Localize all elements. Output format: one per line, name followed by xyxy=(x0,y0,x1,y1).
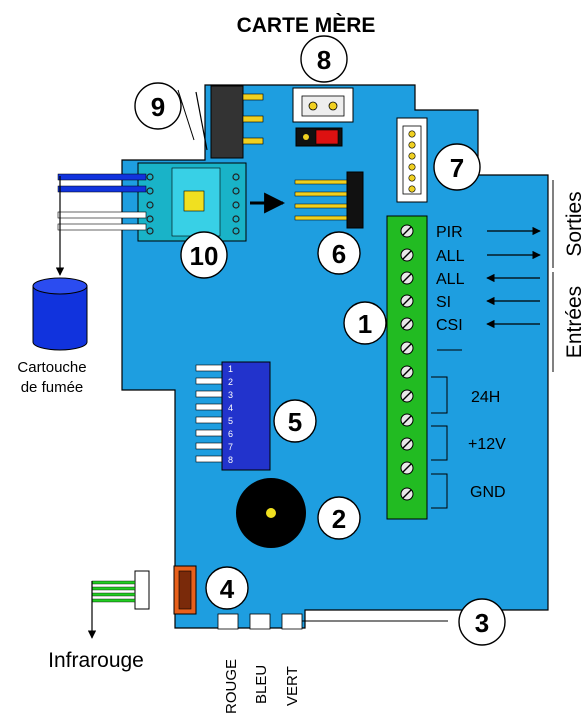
cartridge-label-line1: Cartouche xyxy=(17,359,86,376)
power-label-24h: 24H xyxy=(471,389,500,406)
terminal-block xyxy=(386,215,428,520)
bracket-gnd xyxy=(431,473,448,509)
connector-9 xyxy=(195,85,264,159)
dip-switch-5 xyxy=(195,361,271,471)
power-label-gnd: GND xyxy=(470,484,506,501)
dip-number-8: 8 xyxy=(228,455,233,465)
connector-7 xyxy=(396,117,428,203)
infrared-cable xyxy=(87,570,150,639)
red-jumper xyxy=(295,127,343,147)
svg-text:7: 7 xyxy=(450,153,464,183)
outputs-group-label: Sorties xyxy=(563,191,586,256)
callout-6: 6 xyxy=(317,231,361,275)
led-label-red: ROUGE xyxy=(223,659,240,714)
led-label-blue: BLEU xyxy=(253,665,270,704)
terminal-screws xyxy=(400,224,414,501)
dip-number-5: 5 xyxy=(228,416,233,426)
svg-text:4: 4 xyxy=(220,574,235,604)
terminal-label-si: SI xyxy=(436,294,451,311)
smoke-cartridge xyxy=(32,277,88,351)
svg-text:10: 10 xyxy=(190,241,219,271)
terminal-label-all-out: ALL xyxy=(436,248,465,265)
callout-1: 1 xyxy=(343,301,387,345)
callout-4: 4 xyxy=(205,566,249,610)
terminal-label-csi: CSI xyxy=(436,317,463,334)
svg-text:5: 5 xyxy=(288,407,302,437)
terminal-label-all-in: ALL xyxy=(436,271,465,288)
diagram-title: CARTE MÈRE xyxy=(237,14,376,37)
dip-number-1: 1 xyxy=(228,364,233,374)
led-label-green: VERT xyxy=(284,666,301,706)
svg-text:3: 3 xyxy=(475,608,489,638)
callout-2: 2 xyxy=(317,496,361,540)
module-10 xyxy=(137,162,247,242)
callout-7: 7 xyxy=(433,143,481,191)
svg-text:9: 9 xyxy=(151,92,165,122)
callout-10: 10 xyxy=(180,231,228,279)
infrared-label: Infrarouge xyxy=(48,649,144,672)
callout-9-leader xyxy=(177,89,195,141)
pin-header-6 xyxy=(294,171,364,229)
led-connectors xyxy=(217,613,303,630)
power-label-12v: +12V xyxy=(468,436,506,453)
buzzer-2 xyxy=(236,478,306,548)
callout-5: 5 xyxy=(273,399,317,443)
dip-number-3: 3 xyxy=(228,390,233,400)
bracket-12v xyxy=(431,425,448,461)
callout-8: 8 xyxy=(300,35,348,83)
connector-8 xyxy=(292,87,354,123)
cartridge-label-line2: de fumée xyxy=(21,379,84,396)
cartridge-wires xyxy=(55,173,147,276)
dip-number-7: 7 xyxy=(228,442,233,452)
dip-number-6: 6 xyxy=(228,429,233,439)
bracket-24h xyxy=(431,376,448,414)
svg-text:6: 6 xyxy=(332,239,346,269)
svg-text:1: 1 xyxy=(358,309,372,339)
dip-number-4: 4 xyxy=(228,403,233,413)
callout-9: 9 xyxy=(134,82,182,130)
dip-number-2: 2 xyxy=(228,377,233,387)
svg-text:2: 2 xyxy=(332,504,346,534)
connector-4 xyxy=(173,565,197,615)
inputs-group-label: Entrées xyxy=(563,286,586,358)
svg-text:8: 8 xyxy=(317,45,331,75)
callout-3: 3 xyxy=(458,598,506,646)
terminal-label-pir: PIR xyxy=(436,224,463,241)
